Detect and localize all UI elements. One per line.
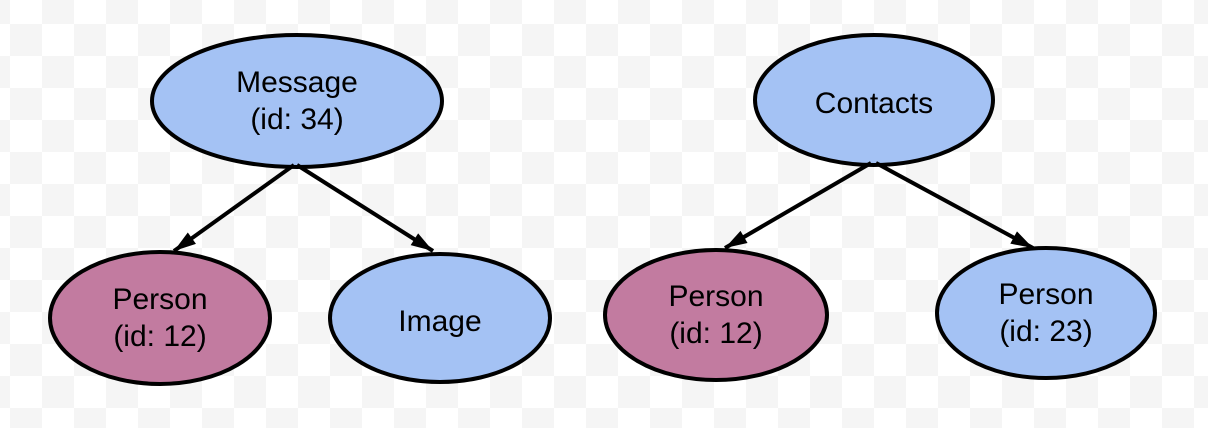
node-person-right: Person (id: 23)	[935, 246, 1157, 380]
node-person-left-label-line2: (id: 12)	[113, 320, 206, 353]
node-person-mid: Person (id: 12)	[603, 248, 829, 382]
node-person-right-label-line2: (id: 23)	[999, 315, 1092, 348]
node-contacts-label: Contacts	[815, 87, 933, 120]
edge-contacts-to-person-mid	[723, 161, 873, 250]
node-person-mid-label-line2: (id: 12)	[669, 317, 762, 350]
node-contacts: Contacts	[753, 33, 995, 167]
node-person-right-shape	[935, 246, 1157, 380]
node-message-shape	[150, 33, 444, 169]
node-person-mid-shape	[603, 248, 829, 382]
edge-contacts-to-person-right	[875, 161, 1034, 250]
node-message: Message (id: 34)	[150, 33, 444, 169]
node-image: Image	[328, 252, 552, 384]
node-person-mid-label-line1: Person	[668, 280, 763, 313]
node-person-right-label-line1: Person	[998, 278, 1093, 311]
node-person-left-label-line1: Person	[112, 283, 207, 316]
node-image-label: Image	[398, 305, 481, 338]
node-message-label-line1: Message	[236, 66, 358, 99]
edge-message-to-image	[295, 163, 435, 253]
node-image-shape	[328, 252, 552, 384]
node-message-label-line2: (id: 34)	[250, 103, 343, 136]
node-contacts-shape	[753, 33, 995, 167]
edge-message-to-person-left	[172, 163, 296, 253]
node-person-left-shape	[48, 250, 272, 386]
node-person-left: Person (id: 12)	[48, 250, 272, 386]
